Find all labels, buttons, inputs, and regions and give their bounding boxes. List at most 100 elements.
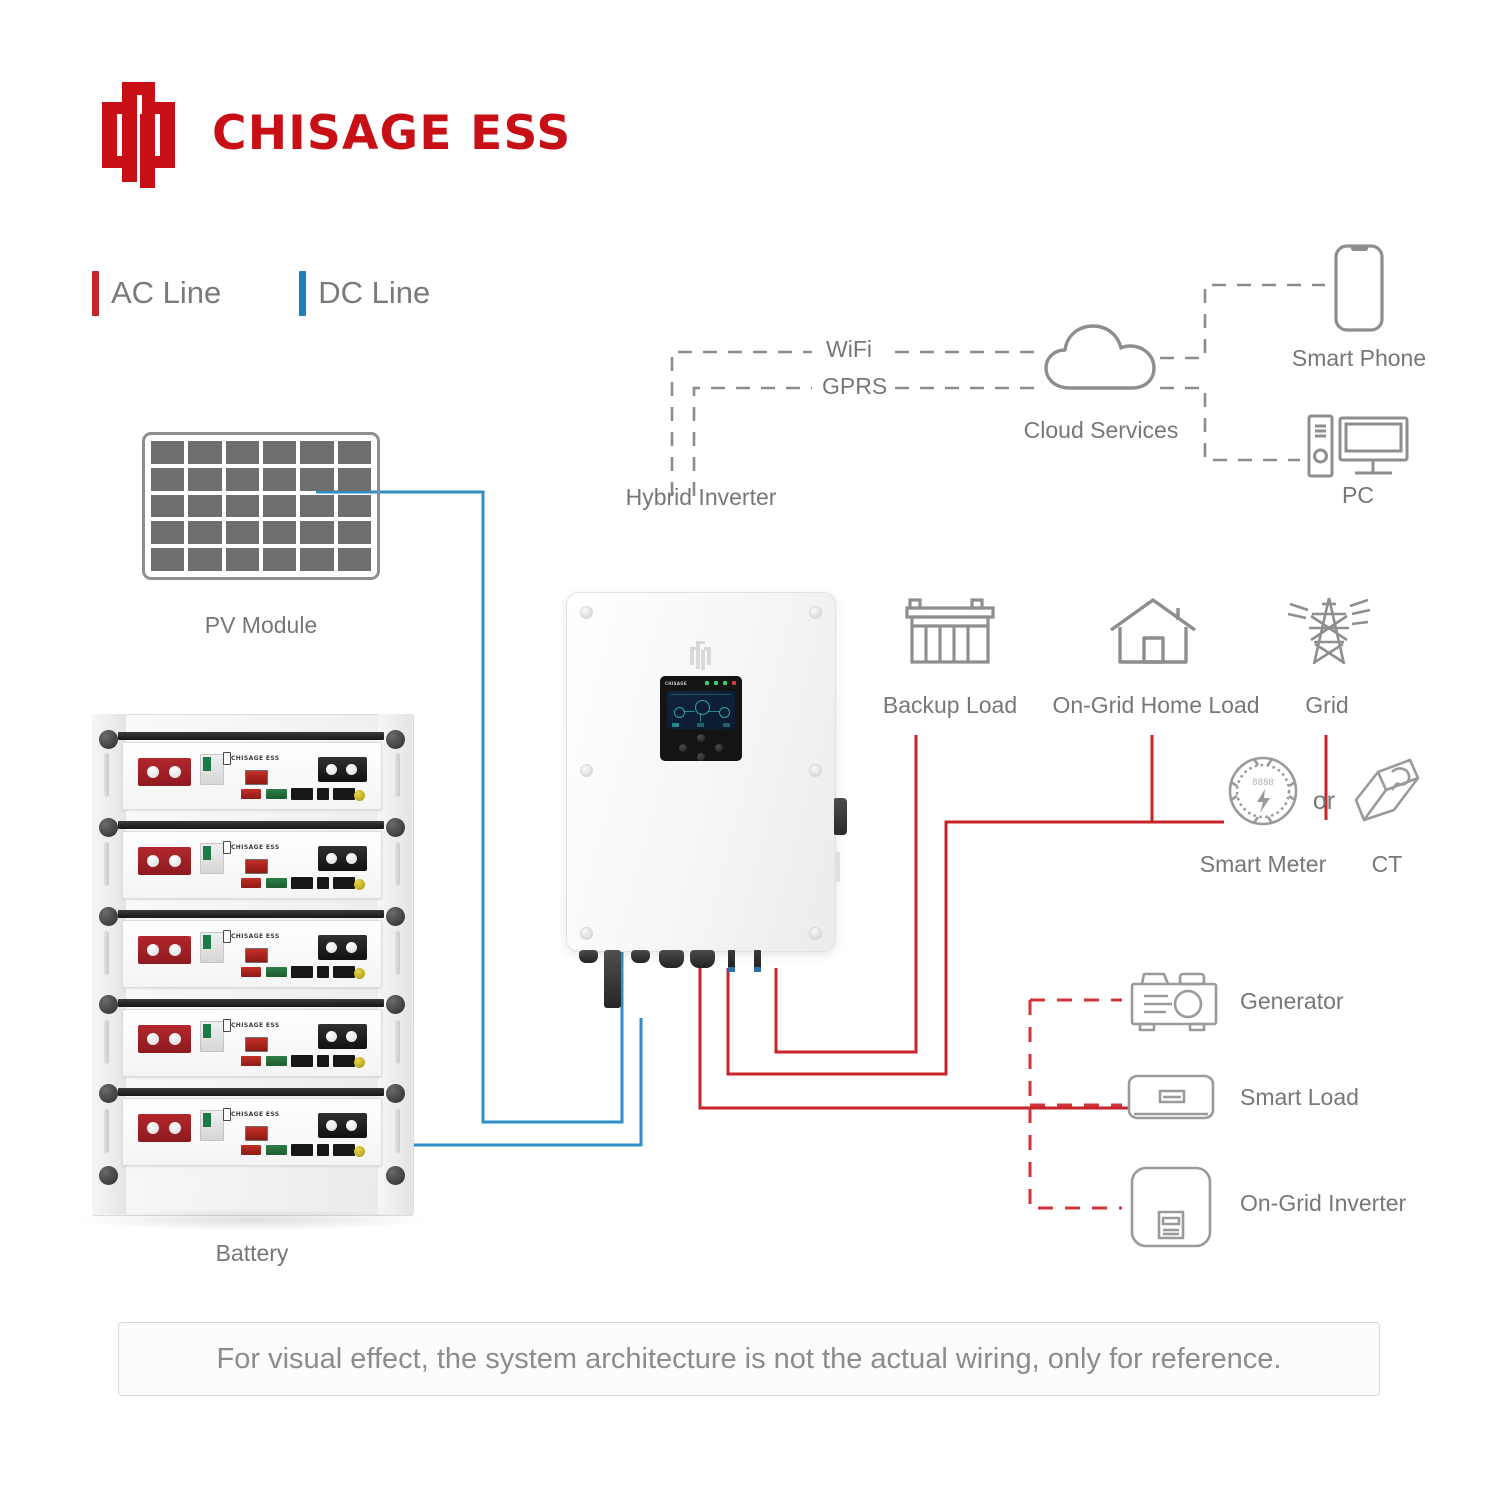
rack-handle[interactable] [104, 753, 109, 797]
rack-handle[interactable] [395, 1109, 400, 1153]
battery-ground-point [354, 968, 365, 979]
pv-cell [337, 521, 371, 545]
battery-port-b [317, 1144, 329, 1156]
pc-label: PC [1342, 482, 1374, 508]
inverter-port-6 [754, 950, 761, 972]
battery-status-display [245, 948, 268, 963]
rack-handle[interactable] [104, 1109, 109, 1153]
rack-bolt [99, 730, 118, 749]
pv-cell [262, 494, 297, 518]
battery-status-display [245, 1037, 268, 1052]
battery-port-b [317, 788, 329, 800]
battery-comm-port [266, 1145, 287, 1155]
battery-module-badge-icon [223, 752, 231, 765]
pv-cell [300, 441, 334, 464]
legend-item-dc-line: DC Line [299, 270, 431, 316]
battery-negative-terminal [318, 846, 367, 871]
rack-shelf [118, 1088, 384, 1096]
battery-comm-port [266, 878, 287, 888]
rack-bolt [99, 995, 118, 1014]
ct-label: CT [1371, 851, 1403, 877]
battery-indicator-strip [241, 967, 261, 977]
smart-load-icon [1124, 1072, 1218, 1129]
battery-negative-terminal [318, 757, 367, 782]
inverter-port-2 [631, 950, 650, 963]
pv-cell [262, 521, 297, 545]
battery-port-a [291, 788, 313, 800]
pv-cell [337, 548, 371, 571]
battery-module: CHISAGE ESS [122, 742, 382, 810]
ac-line-swatch-icon [92, 270, 99, 316]
smart-load-label: Smart Load [1240, 1084, 1359, 1110]
svg-text:8888: 8888 [1252, 778, 1274, 788]
wifi-link-left [670, 350, 812, 496]
on-grid-inverter-icon [1128, 1164, 1214, 1255]
battery-status-display [245, 770, 268, 785]
wifi-link-label: WiFi [820, 336, 878, 363]
legend-label-ac-line: AC Line [111, 275, 222, 310]
inverter-port-3 [659, 950, 684, 968]
battery-indicator-strip [241, 1056, 261, 1066]
battery-breaker-switch[interactable] [200, 932, 224, 963]
legend-label-dc-line: DC Line [318, 275, 431, 310]
on-grid-home-load-label: On-Grid Home Load [1052, 692, 1260, 718]
dc-line-swatch-icon [299, 270, 307, 316]
battery-module: CHISAGE ESS [122, 831, 382, 899]
pv-cell [300, 521, 334, 545]
pv-cell [262, 467, 297, 491]
inverter-port-1 [579, 950, 598, 963]
pv-cell [225, 494, 259, 518]
rack-handle[interactable] [395, 842, 400, 886]
battery-negative-terminal [318, 1113, 367, 1138]
rack-handle[interactable] [395, 1020, 400, 1064]
pv-cell [300, 494, 334, 518]
battery-positive-terminal [138, 1114, 191, 1142]
cloud-services-label: Cloud Services [1023, 417, 1179, 443]
pv-cell [337, 467, 371, 491]
hybrid-inverter-icon: CHISAGE [566, 592, 847, 1008]
battery-ground-point [354, 879, 365, 890]
rack-handle[interactable] [395, 931, 400, 975]
battery-status-display [245, 1126, 268, 1141]
pv-module-icon [142, 432, 380, 580]
factory-building-icon [902, 596, 998, 673]
battery-port-a [291, 966, 313, 978]
pv-cell [188, 467, 222, 491]
battery-module-badge-icon [223, 1108, 231, 1121]
legend: AC Line DC Line [92, 265, 430, 321]
pv-cell [151, 441, 185, 464]
rack-bolt [99, 818, 118, 837]
smart-meter-gauge-icon: 8888 [1224, 752, 1302, 835]
ac-line-meter-grid [726, 820, 1224, 1076]
generator-label: Generator [1240, 988, 1344, 1014]
battery-port-a [291, 1144, 313, 1156]
pv-cell [262, 548, 297, 571]
battery-module: CHISAGE ESS [122, 920, 382, 988]
battery-module: CHISAGE ESS [122, 1098, 382, 1166]
battery-positive-terminal [138, 936, 191, 964]
inverter-status-leds [705, 681, 736, 685]
battery-comm-port [266, 789, 287, 799]
disclaimer-text: For visual effect, the system architectu… [216, 1342, 1282, 1375]
battery-breaker-switch[interactable] [200, 754, 224, 785]
battery-breaker-switch[interactable] [200, 843, 224, 874]
rack-handle[interactable] [104, 931, 109, 975]
pv-cell [225, 548, 259, 571]
rack-bolt [386, 818, 405, 837]
inverter-port-5 [728, 950, 735, 972]
battery-breaker-switch[interactable] [200, 1021, 224, 1052]
battery-positive-terminal [138, 847, 191, 875]
pv-cell [225, 467, 259, 491]
rack-handle[interactable] [104, 1020, 109, 1064]
battery-port-b [317, 877, 329, 889]
ac-line-smart-load [698, 968, 1130, 1110]
battery-comm-port [266, 967, 287, 977]
battery-breaker-switch[interactable] [200, 1110, 224, 1141]
inverter-display-panel[interactable]: CHISAGE [660, 676, 742, 761]
battery-module-badge-icon [223, 841, 231, 854]
pv-cell [188, 548, 222, 571]
backup-load-label: Backup Load [882, 692, 1018, 718]
pv-cell [225, 521, 259, 545]
rack-handle[interactable] [395, 753, 400, 797]
rack-handle[interactable] [104, 842, 109, 886]
